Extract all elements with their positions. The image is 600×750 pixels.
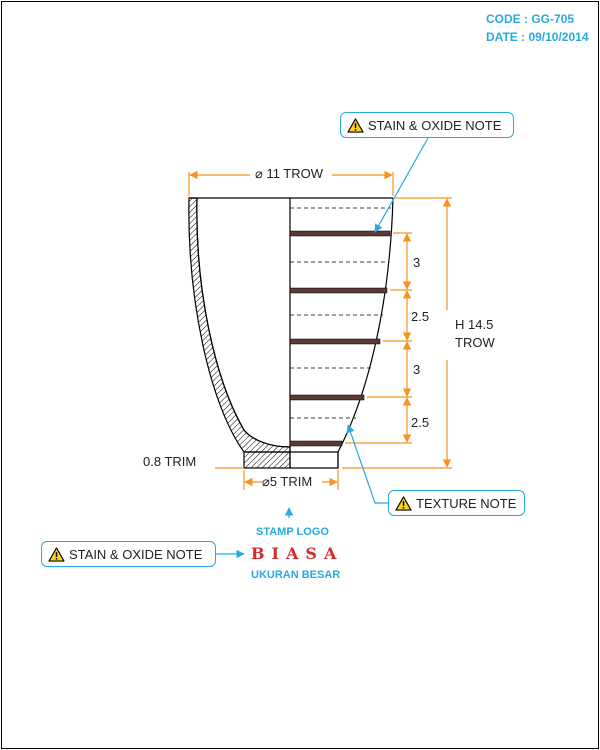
- texture-band-4: [289, 394, 365, 401]
- trim-thickness-label: 0.8 TRIM: [143, 454, 197, 469]
- warning-icon: [347, 117, 364, 133]
- band-dim-2: 2.5: [411, 309, 430, 324]
- date-label: DATE : 09/10/2014: [486, 30, 589, 44]
- warning-icon: [48, 546, 65, 562]
- band-dim-4: 2.5: [411, 415, 430, 430]
- code-label: CODE : GG-705: [486, 12, 575, 26]
- stamp-logo-label: STAMP LOGO: [256, 526, 329, 538]
- band-dim-1: 3: [413, 255, 421, 270]
- biasa-logo: BIASA: [251, 544, 344, 563]
- note-label: TEXTURE NOTE: [416, 495, 517, 511]
- height-label-line1: H 14.5: [455, 317, 494, 332]
- texture-band-2: [289, 287, 388, 294]
- leader-lines: [216, 137, 429, 559]
- stain-oxide-note-top[interactable]: STAIN & OXIDE NOTE: [340, 112, 514, 138]
- top-diameter-label: ⌀ 11 TROW: [255, 166, 324, 181]
- note-label: STAIN & OXIDE NOTE: [368, 117, 502, 133]
- bottom-diameter-label: ⌀5 TRIM: [262, 474, 313, 489]
- texture-band-1: [289, 230, 391, 237]
- stamp-size-label: UKURAN BESAR: [251, 569, 341, 581]
- warning-icon: [395, 495, 412, 511]
- texture-band-5: [289, 440, 343, 447]
- texture-band-3: [289, 338, 381, 345]
- height-label-line2: TROW: [455, 335, 495, 350]
- stain-oxide-note-left[interactable]: STAIN & OXIDE NOTE: [41, 541, 216, 567]
- texture-note[interactable]: TEXTURE NOTE: [388, 490, 525, 516]
- dimension-lines: [188, 170, 452, 490]
- band-dim-3: 3: [413, 362, 421, 377]
- note-label: STAIN & OXIDE NOTE: [69, 546, 203, 562]
- cup-section-left: [188, 197, 291, 469]
- cup-exterior-right: [289, 197, 394, 469]
